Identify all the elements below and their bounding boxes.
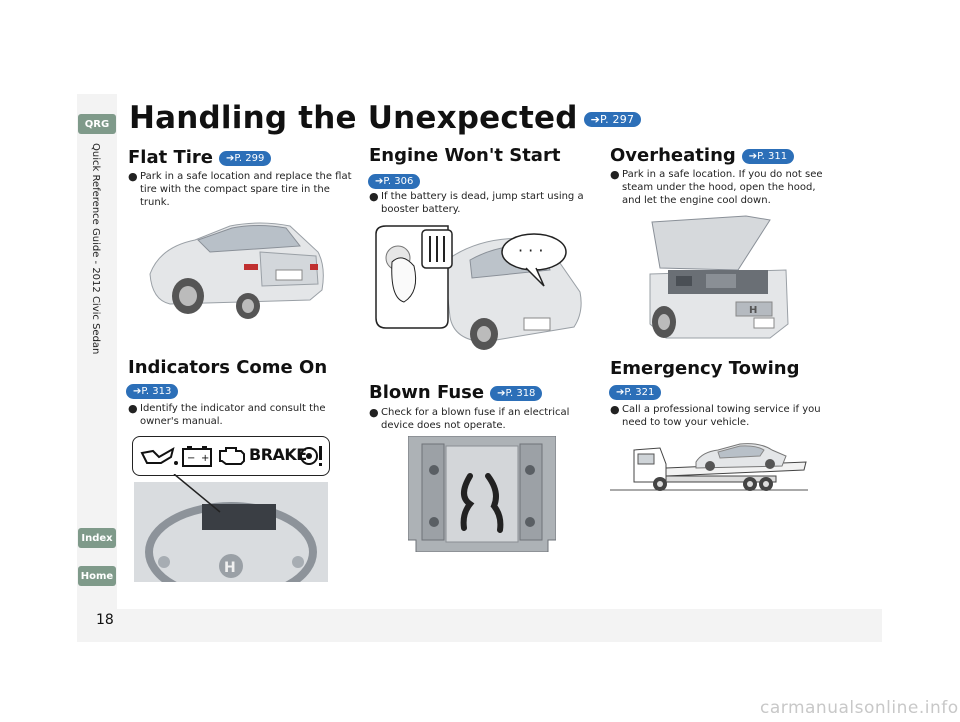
overheating-heading: Overheating➔P. 311 [610,145,795,166]
bullet-icon: ● [369,406,379,419]
page-title: Handling the Unexpected ➔P. 297 [129,100,642,136]
overheating-ref-link[interactable]: ➔P. 311 [741,148,795,164]
indicators-bullet: ● Identify the indicator and consult the… [128,402,326,427]
ref-arrow-icon: ➔ [375,176,384,187]
brake-label: BRAKE [249,445,307,464]
ref-arrow-icon: ➔ [497,387,506,399]
page-title-text: Handling the Unexpected [129,100,578,136]
svg-text:+: + [201,453,209,464]
engine-ref-link[interactable]: ➔P. 306 [368,174,421,189]
blown-fuse-heading: Blown Fuse➔P. 318 [369,382,543,403]
bullet-icon: ● [128,402,138,415]
engine-bullet: ● If the battery is dead, jump start usi… [369,190,584,215]
svg-text:H: H [224,560,236,576]
towing-heading: Emergency Towing [610,358,800,379]
check-engine-icon [219,447,245,465]
bullet-icon: ● [610,403,620,416]
overheating-car-illustration: H [649,215,789,339]
blown-fuse-ref-link[interactable]: ➔P. 318 [490,385,543,401]
qrg-tab[interactable]: QRG [78,114,116,134]
ref-arrow-icon: ➔ [133,386,142,397]
engine-start-illustration: · · · [375,225,582,350]
flat-tire-car-illustration [149,222,324,319]
ref-arrow-icon: ➔ [590,113,601,126]
indicators-ref-row: ➔P. 313 [126,381,179,400]
fuse-illustration [408,436,556,552]
ref-arrow-icon: ➔ [748,150,758,162]
flat-tire-ref-link[interactable]: ➔P. 299 [219,150,272,166]
watermark: carmanualsonline.info [760,698,959,718]
svg-text:−: − [187,453,195,464]
indicator-lamps-panel: − + BRAKE [132,436,330,476]
sidebar-vertical-title: Quick Reference Guide - 2012 Civic Sedan [90,143,101,355]
towing-ref-link[interactable]: ➔P. 321 [609,385,662,400]
engine-heading: Engine Won't Start [369,145,561,166]
svg-text:H: H [749,305,757,316]
flat-tire-bullet: ● Park in a safe location and replace th… [128,170,352,208]
title-page-ref-link[interactable]: ➔P. 297 [583,112,642,127]
ref-arrow-icon: ➔ [226,152,235,164]
indicators-ref-link[interactable]: ➔P. 313 [126,384,179,399]
flat-tire-heading: Flat Tire➔P. 299 [128,147,272,168]
towing-bullet: ● Call a professional towing service if … [610,403,821,428]
towing-ref-row: ➔P. 321 [609,382,662,401]
oil-pressure-icon [140,446,178,465]
indicators-heading: Indicators Come On [128,357,328,378]
dashboard-illustration: H [134,474,328,582]
bullet-icon: ● [610,168,620,181]
engine-ref-row: ➔P. 306 [368,171,421,190]
svg-text:· · ·: · · · [518,241,543,260]
blown-fuse-bullet: ● Check for a blown fuse if an electrica… [369,406,570,431]
battery-icon: − + [182,446,212,467]
bullet-icon: ● [369,190,379,203]
tow-truck-illustration [610,443,808,491]
srs-airbag-icon [300,446,322,466]
ref-arrow-icon: ➔ [616,387,625,398]
home-tab[interactable]: Home [78,566,116,586]
page-number: 18 [96,612,114,628]
overheating-bullet: ● Park in a safe location. If you do not… [610,168,823,206]
bullet-icon: ● [128,170,138,183]
index-tab[interactable]: Index [78,528,116,548]
